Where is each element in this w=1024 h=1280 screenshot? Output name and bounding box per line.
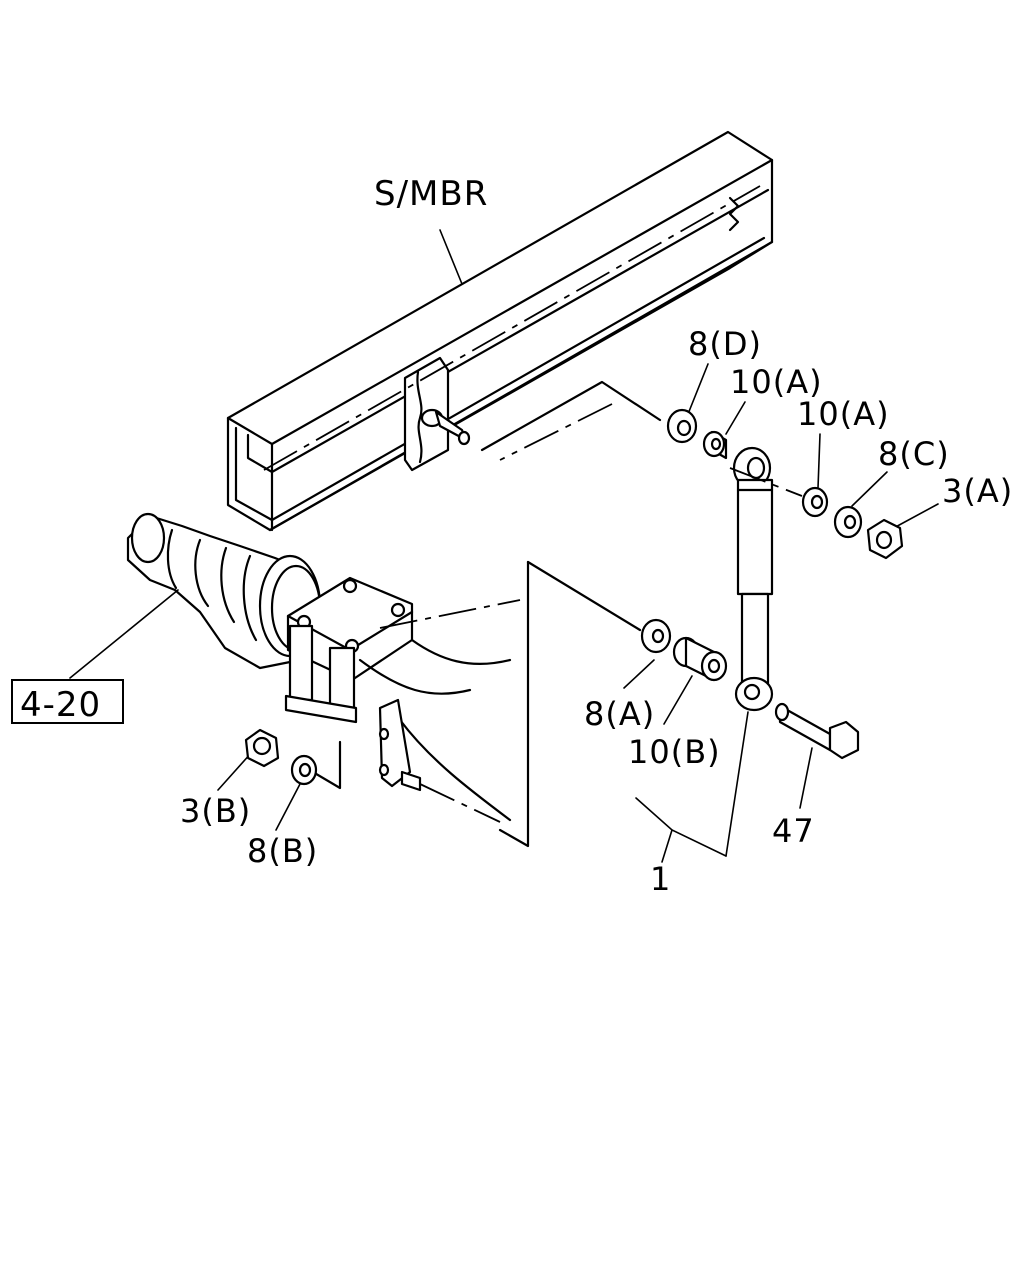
label-part-47: 47 (772, 812, 815, 850)
label-part-8a: 8(A) (584, 695, 655, 733)
label-part-10b: 10(B) (628, 733, 721, 771)
nut-3b (244, 728, 280, 768)
shock-absorber (732, 446, 774, 712)
label-part-8d: 8(D) (688, 325, 762, 363)
washer-8a (640, 618, 672, 654)
label-part-3a: 3(A) (942, 472, 1013, 510)
bushing-10b (672, 636, 728, 682)
label-ref-4-20: 4-20 (20, 685, 101, 725)
axle-assembly (126, 512, 512, 822)
label-part-1: 1 (650, 860, 671, 898)
washer-8c (833, 505, 863, 539)
label-part-10a-upper: 10(A) (730, 363, 823, 401)
label-side-member: S/MBR (374, 174, 488, 214)
label-part-10a-lower: 10(A) (797, 395, 890, 433)
bolt-47 (774, 702, 860, 760)
nut-3a (866, 518, 904, 560)
side-member-beam (226, 130, 774, 532)
washer-8d (666, 408, 698, 444)
leader-lines (69, 229, 939, 863)
bushing-10a-lower (801, 486, 829, 518)
label-part-8c: 8(C) (878, 435, 950, 473)
ref-box-4-20[interactable]: 4-20 (11, 679, 124, 725)
label-part-8b: 8(B) (247, 832, 318, 870)
bushing-10a-upper (702, 430, 728, 460)
washer-8b (290, 754, 318, 786)
beam-centerline (263, 185, 761, 471)
label-part-3b: 3(B) (180, 792, 251, 830)
